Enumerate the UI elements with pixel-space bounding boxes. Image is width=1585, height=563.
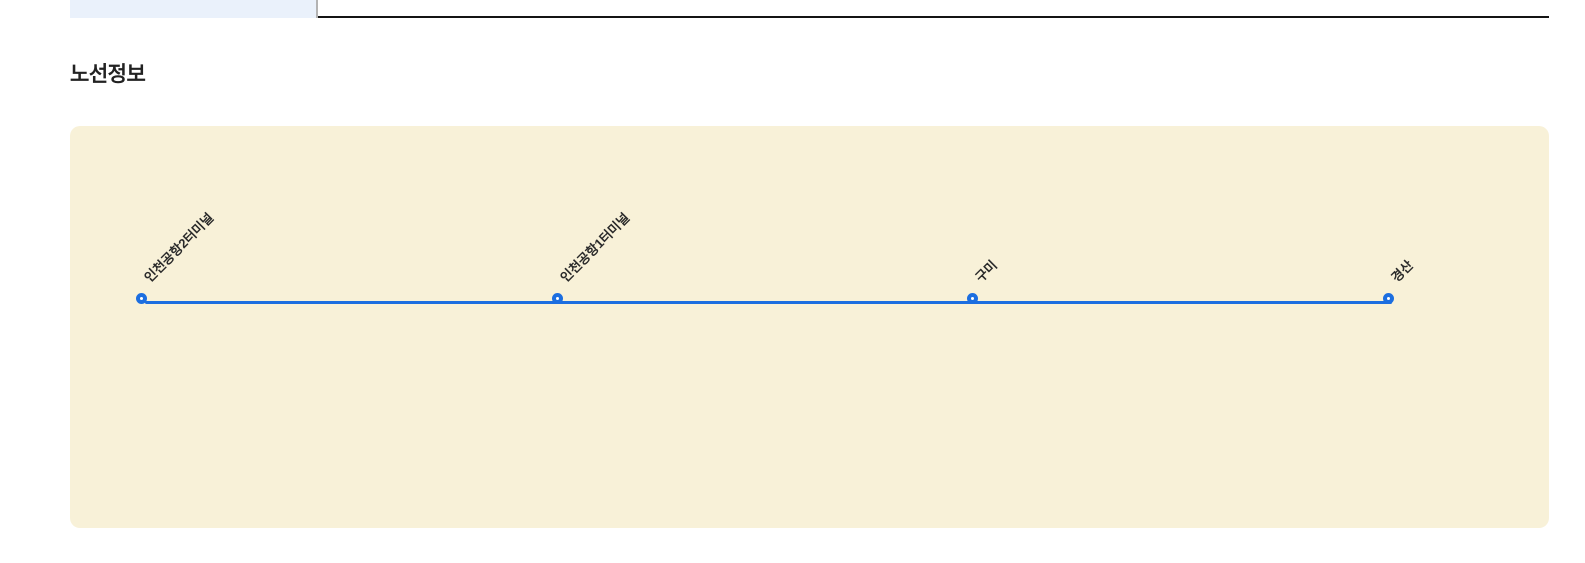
station-node[interactable] [552,293,563,304]
route-chart-panel: 인천공항2터미널 인천공항1터미널 구미 경산 [70,126,1549,528]
station-node[interactable] [967,293,978,304]
section-title: 노선정보 [70,63,146,86]
route-line [145,301,1392,304]
table-bottom-fragment [70,0,1549,18]
table-header-cell [70,0,318,18]
station-node[interactable] [136,293,147,304]
station-label: 구미 [972,257,1000,285]
station-node[interactable] [1383,293,1394,304]
station-label: 인천공항2터미널 [141,210,217,285]
station-label: 인천공항1터미널 [557,210,633,285]
station-label: 경산 [1388,257,1416,285]
